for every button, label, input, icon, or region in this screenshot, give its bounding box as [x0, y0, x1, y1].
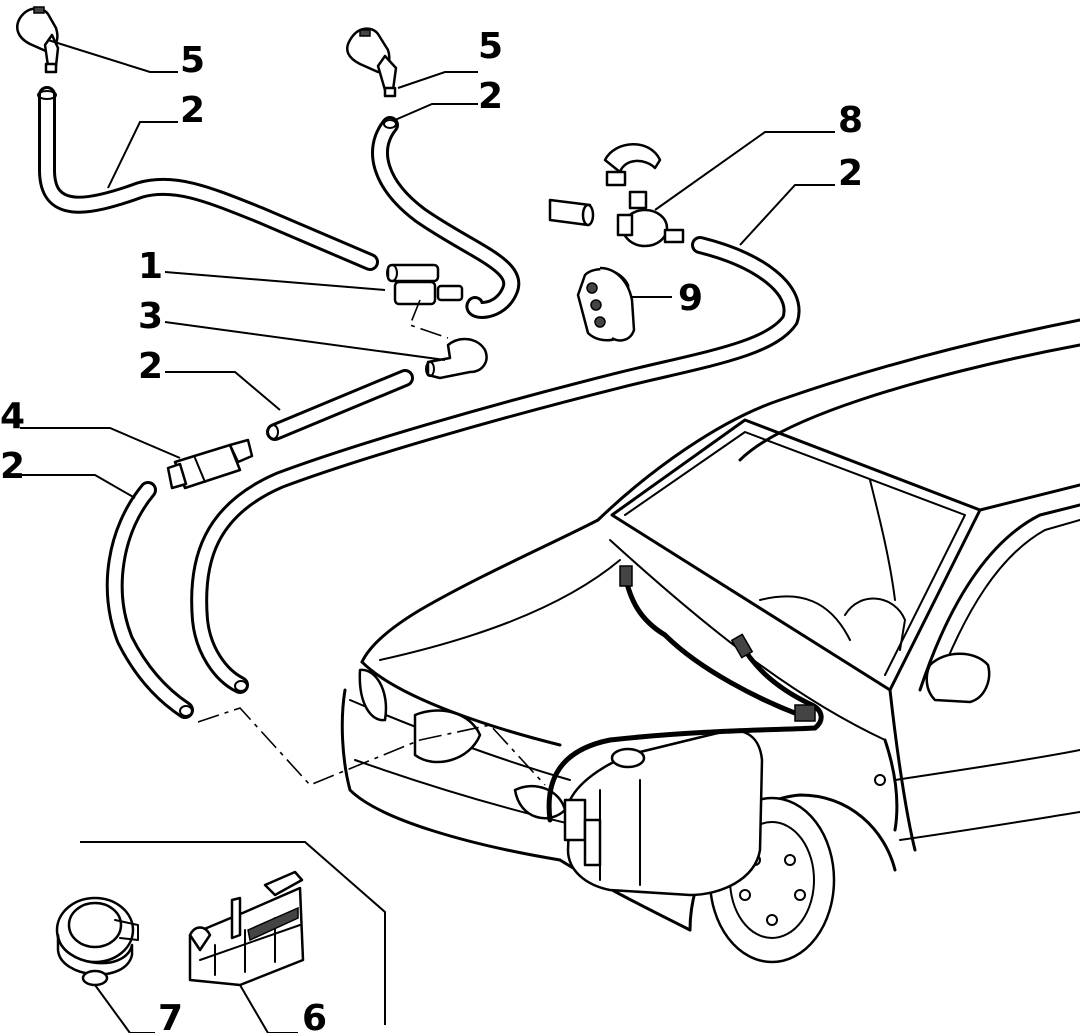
check-valve: [166, 438, 254, 490]
washer-reservoir: [563, 728, 764, 897]
callout-4: 4: [0, 396, 25, 437]
elbow-connector: [425, 337, 488, 380]
callout-5-right: 5: [478, 26, 503, 67]
nozzle-left: [16, 6, 60, 74]
callout-3: 3: [138, 296, 163, 337]
hose-middle-short: [266, 369, 414, 441]
routing-lines: [197, 299, 546, 786]
callout-6: 6: [302, 998, 327, 1033]
callout-8: 8: [838, 100, 863, 141]
t-connector: [386, 263, 464, 306]
hose-lower-left: [105, 481, 194, 719]
callout-2-right: 2: [838, 153, 863, 194]
callout-numbers: 5 5 2 2 8 2 1 9 3 2 4 2 7 6: [0, 26, 863, 1033]
callout-5-left: 5: [180, 40, 205, 81]
three-way-valve: [548, 143, 685, 248]
vehicle-hose-routing: [546, 565, 824, 823]
hose-long-right: [190, 236, 801, 694]
leader-lines: [20, 39, 835, 1033]
callout-2-lower-left: 2: [0, 446, 25, 487]
nozzle-right: [346, 27, 398, 98]
callout-7: 7: [158, 998, 183, 1033]
callout-9: 9: [678, 278, 703, 319]
hose-top-left: [37, 86, 379, 271]
hose-clip: [55, 896, 139, 987]
grommet: [576, 266, 636, 342]
callout-2-top-left: 2: [180, 90, 205, 131]
hose-top-center: [371, 116, 521, 319]
hose-bracket: [188, 870, 305, 987]
callout-2-top-center: 2: [478, 76, 503, 117]
callout-1: 1: [138, 246, 163, 287]
callout-2-middle: 2: [138, 346, 163, 387]
